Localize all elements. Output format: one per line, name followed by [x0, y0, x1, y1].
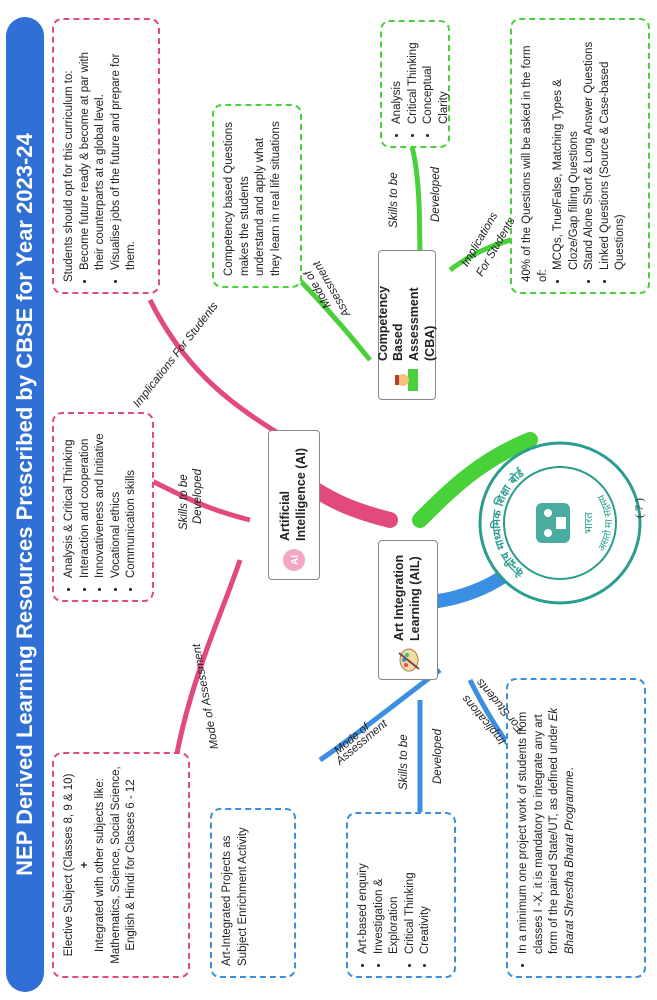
ai-implications-box: Students should opt for this curriculum … — [52, 18, 160, 294]
ai-skills-branch — [148, 477, 251, 523]
list-item: Art-based enquiry — [356, 824, 372, 954]
list-item: Vocational ethics — [109, 424, 125, 578]
cba-mode-box: Competency based Questions makes the stu… — [212, 104, 302, 288]
ai-skills-box: Analysis & Critical Thinking Interaction… — [52, 412, 154, 602]
ail-mode-branch — [318, 668, 442, 763]
ai-impl-branch — [147, 298, 292, 443]
svg-text:AI: AI — [290, 555, 301, 565]
cba-node-label: Competency Based Assessment (CBA) — [375, 285, 437, 361]
ail-node: Art Integration Learning (AIL) — [378, 540, 438, 680]
ail-skills-list: Art-based enquiry Investigation & Explor… — [356, 824, 434, 966]
ail-mode-box: Art-Integrated Projects as Subject Enric… — [210, 808, 296, 978]
list-item: Stand Alone Short & Long Answer Question… — [582, 30, 598, 270]
ai-node: AI Artificial Intelligence (AI) — [268, 430, 320, 580]
cba-node: Competency Based Assessment (CBA) — [375, 250, 437, 400]
list-item: In a minimum one project work of student… — [516, 690, 578, 954]
ail-mode-text: Art-Integrated Projects as Subject Enric… — [221, 827, 249, 966]
ai-mode-line1: Elective Subject (Classes 8, 9 & 10) — [63, 773, 75, 957]
ai-mode-box: Elective Subject (Classes 8, 9 & 10) + I… — [52, 752, 190, 978]
list-item: Communication skills — [124, 424, 140, 578]
student-icon — [395, 369, 418, 391]
ail-skills-box: Art-based enquiry Investigation & Explor… — [346, 812, 456, 978]
list-item: Investigation & Exploration — [372, 824, 403, 954]
list-item: Conceptual Clarity — [421, 32, 452, 124]
cba-skills-box: Analysis Critical Thinking Conceptual Cl… — [380, 20, 450, 148]
ai-implications-list: Become future ready & become at par with… — [78, 30, 140, 282]
seal-center-text: भारत — [582, 512, 595, 534]
list-item: Innovativeness and Initiative — [93, 424, 109, 578]
ai-brain-icon: AI — [283, 549, 305, 571]
ail-implications-box: In a minimum one project work of student… — [506, 678, 646, 978]
cba-trunk — [412, 432, 538, 528]
list-item: Interaction and cooperation — [78, 424, 94, 578]
ai-mode-line2: Integrated with other subjects like: Mat… — [94, 766, 138, 964]
list-item: Become future ready & become at par with… — [78, 30, 109, 270]
ail-node-label: Art Integration Learning (AIL) — [392, 554, 422, 641]
ail-impl-text-after: . — [563, 767, 576, 771]
cba-mode-text: Competency based Questions makes the stu… — [223, 121, 282, 276]
list-item: Visualise jobs of the future and prepare… — [109, 30, 140, 270]
ail-skills-label-1: Skills to be — [398, 734, 410, 790]
page-number: ( 7 ) — [632, 498, 646, 518]
list-item: Analysis & Critical Thinking — [62, 424, 78, 578]
list-item: Critical Thinking — [403, 824, 419, 954]
list-item: Creativity — [418, 824, 434, 954]
ai-implications-intro: Students should opt for this curriculum … — [63, 70, 75, 282]
list-item: MCQs, True/False, Matching Types & Cloze… — [551, 30, 582, 270]
ai-node-label: Artificial Intelligence (AI) — [278, 447, 308, 541]
list-item: Analysis — [390, 32, 406, 124]
emblem-icon — [536, 503, 570, 543]
cba-skills-list: Analysis Critical Thinking Conceptual Cl… — [390, 32, 452, 136]
cba-implications-box: 40% of the Questions will be asked in th… — [510, 18, 650, 294]
cba-impl-list: MCQs, True/False, Matching Types & Cloze… — [551, 30, 629, 282]
cbse-seal-logo: केन्द्रीय माध्यमिक शिक्षा बोर्ड असतो मा … — [478, 441, 642, 605]
list-item: Critical Thinking — [406, 32, 422, 124]
ail-skills-label-2: Developed — [432, 729, 444, 784]
ai-mode-plus: + — [78, 861, 91, 869]
cba-impl-intro: 40% of the Questions will be asked in th… — [521, 45, 549, 282]
ai-skills-label-1: Skills to be — [178, 474, 190, 530]
ai-skills-label-2: Developed — [192, 469, 204, 524]
cba-skills-label-2: Developed — [430, 167, 442, 222]
page-title: NEP Derived Learning Resources Prescribe… — [6, 17, 44, 992]
list-item: Linked Questions (Source & Case-based Qu… — [598, 30, 629, 270]
ail-impl-list: In a minimum one project work of student… — [516, 690, 578, 966]
cba-skills-label-1: Skills to be — [388, 172, 400, 228]
ail-impl-text-before: In a minimum one project work of student… — [517, 711, 561, 954]
ai-skills-list: Analysis & Critical Thinking Interaction… — [62, 424, 140, 590]
palette-icon — [398, 648, 420, 672]
